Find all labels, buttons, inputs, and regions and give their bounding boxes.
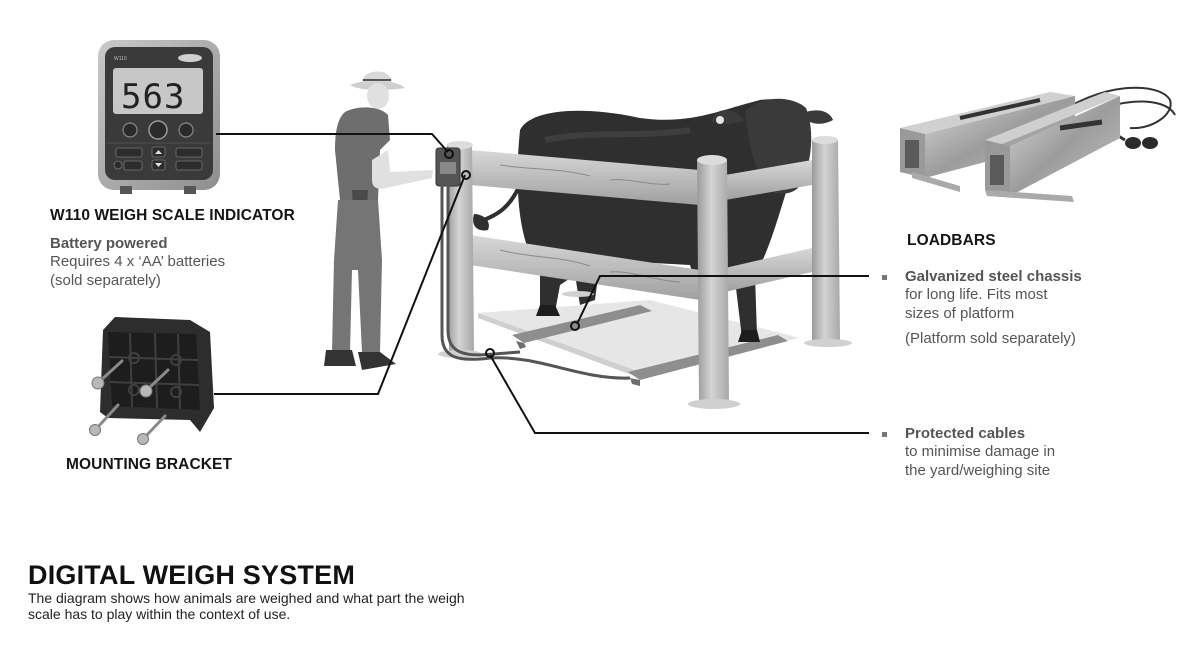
bullet-marker-icon xyxy=(882,432,887,437)
bullet-note: (Platform sold separately) xyxy=(905,330,1076,347)
diagram-title: DIGITAL WEIGH SYSTEM xyxy=(28,560,356,590)
loadbars-title: LOADBARS xyxy=(907,232,996,249)
cables xyxy=(440,180,631,380)
weigh-button-icon xyxy=(148,120,168,140)
w110-indicator-device: W110 563 xyxy=(98,40,220,194)
indicator-label-block: W110 WEIGH SCALE INDICATOR Battery power… xyxy=(50,207,295,290)
bullet-heading: Galvanized steel chassis xyxy=(905,268,1082,285)
farmer-illustration xyxy=(324,71,433,370)
bullet-line: the yard/weighing site xyxy=(905,462,1051,479)
device-model-label: W110 xyxy=(114,56,127,62)
power-button-icon xyxy=(122,122,138,138)
indicator-detail-line: (sold separately) xyxy=(50,272,161,289)
diagram-description: The diagram shows how animals are weighe… xyxy=(28,590,465,622)
zero-button-icon xyxy=(178,122,194,138)
leader-line-bracket xyxy=(214,174,466,395)
lcd-display-value: 563 xyxy=(121,77,185,117)
bullet-heading: Protected cables xyxy=(905,425,1026,442)
indicator-title: W110 WEIGH SCALE INDICATOR xyxy=(50,207,295,224)
mounting-bracket-illustration xyxy=(89,317,214,445)
fence-illustration xyxy=(435,136,852,409)
indicator-detail-line: Requires 4 x ‘AA’ batteries xyxy=(50,253,226,270)
indicator-feature: Battery powered xyxy=(50,235,168,252)
bullet-line: for long life. Fits most xyxy=(905,286,1048,303)
leader-lines xyxy=(214,133,869,434)
bullet-line: sizes of platform xyxy=(905,305,1015,322)
loadbars-product xyxy=(900,86,1176,202)
loadbars-bullet-chassis: Galvanized steel chassis for long life. … xyxy=(882,268,1082,348)
leader-line-loadbars xyxy=(576,275,869,325)
loadbars-bullet-cables: Protected cables to minimise damage in t… xyxy=(882,425,1055,480)
leader-line-indicator xyxy=(216,133,449,153)
bullet-marker-icon xyxy=(882,275,887,280)
bracket-title: MOUNTING BRACKET xyxy=(66,456,233,473)
lcd-screen xyxy=(113,68,203,114)
leader-line-cables xyxy=(489,354,869,434)
footer-caption: DIGITAL WEIGH SYSTEM The diagram shows h… xyxy=(28,560,498,622)
bullet-line: to minimise damage in xyxy=(905,443,1056,460)
